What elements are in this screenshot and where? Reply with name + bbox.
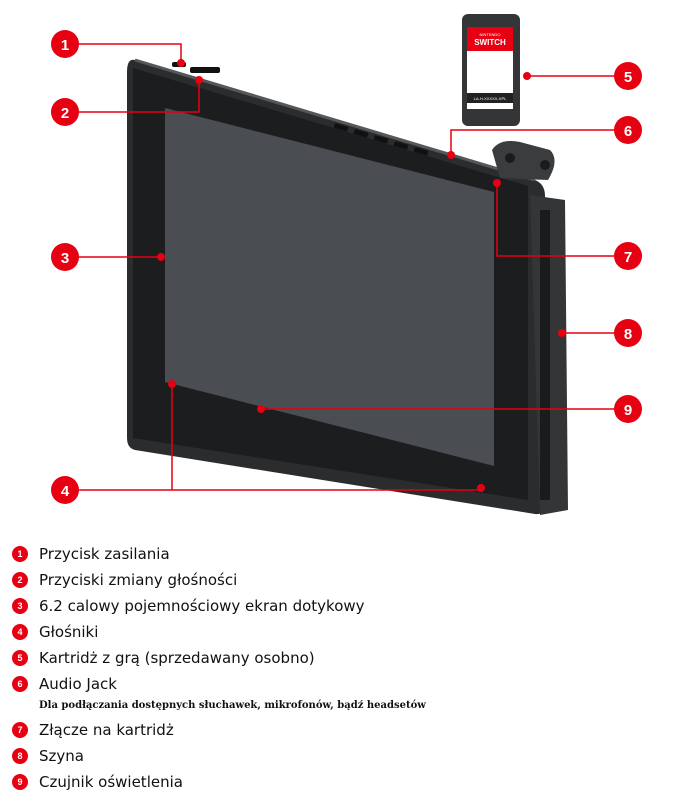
legend-badge: 3 — [12, 598, 28, 614]
callout-markers: 1 2 3 4 5 6 7 8 9 — [51, 30, 642, 504]
legend-item: 6 Audio Jack — [12, 674, 117, 694]
volume-buttons — [190, 67, 220, 73]
legend-badge: 2 — [12, 572, 28, 588]
legend-label: Czujnik oświetlenia — [39, 773, 183, 791]
legend-item: 9 Czujnik oświetlenia — [12, 772, 183, 792]
leader-lines — [65, 43, 628, 491]
legend-item: 1 Przycisk zasilania — [12, 544, 170, 564]
legend-label: Przycisk zasilania — [39, 545, 170, 563]
cartridge-brand: SWITCH — [474, 38, 506, 47]
legend-item: 4 Głośniki — [12, 622, 98, 642]
legend-badge: 6 — [12, 676, 28, 692]
legend-badge: 9 — [12, 774, 28, 790]
legend-badge: 8 — [12, 748, 28, 764]
legend-label: Kartridż z grą (sprzedawany osobno) — [39, 649, 315, 667]
callout-9: 9 — [624, 402, 632, 419]
callout-2: 2 — [61, 105, 69, 122]
cartridge-slot-cover — [492, 141, 555, 180]
legend-label: Szyna — [39, 747, 84, 765]
cartridge-brand-small: NINTENDO — [480, 32, 501, 37]
legend-label: Audio Jack — [39, 675, 117, 693]
callout-5: 5 — [624, 69, 632, 86]
anchor-dots — [157, 59, 566, 492]
legend-item: 7 Złącze na kartridż — [12, 720, 174, 740]
cartridge-code: LA-H-XXXXX-XPL — [474, 96, 507, 101]
legend-item: 2 Przyciski zmiany głośności — [12, 570, 237, 590]
legend-label: 6.2 calowy pojemnościowy ekran dotykowy — [39, 597, 365, 615]
legend-badge: 1 — [12, 546, 28, 562]
switch-diagram: NINTENDO SWITCH LA-H-XXXXX-XPL 1 2 3 4 5… — [51, 14, 642, 515]
game-cartridge: NINTENDO SWITCH LA-H-XXXXX-XPL — [462, 14, 520, 126]
legend-item: 8 Szyna — [12, 746, 84, 766]
legend-label: Złącze na kartridż — [39, 721, 174, 739]
callout-3: 3 — [61, 250, 69, 267]
callout-4: 4 — [61, 483, 70, 500]
legend-item: 5 Kartridż z grą (sprzedawany osobno) — [12, 648, 315, 668]
console-illustration — [127, 58, 568, 515]
callout-8: 8 — [624, 326, 632, 343]
callout-1: 1 — [61, 37, 69, 54]
legend-badge: 7 — [12, 722, 28, 738]
callout-6: 6 — [624, 123, 632, 140]
legend-label: Przyciski zmiany głośności — [39, 571, 238, 589]
legend-label: Głośniki — [39, 623, 99, 641]
legend-badge: 4 — [12, 624, 28, 640]
touch-screen — [165, 108, 494, 466]
legend-badge: 5 — [12, 650, 28, 666]
callout-7: 7 — [624, 249, 632, 266]
legend-item: 3 6.2 calowy pojemnościowy ekran dotykowy — [12, 596, 365, 616]
audio-jack-note: Dla podłączania dostępnych słuchawek, mi… — [39, 700, 426, 711]
